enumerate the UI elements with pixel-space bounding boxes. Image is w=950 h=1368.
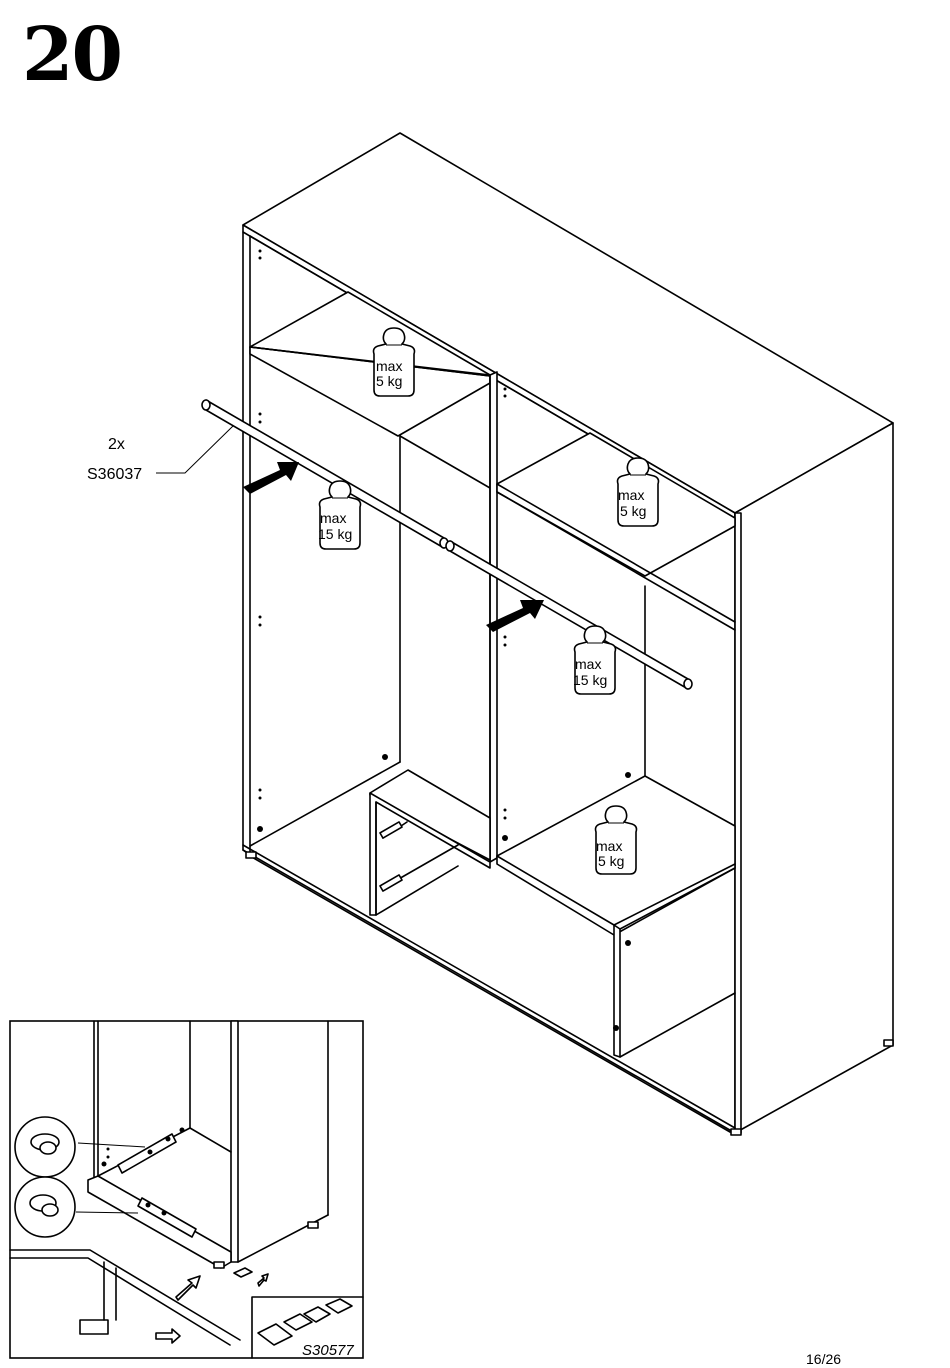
weight-value: 5 kg xyxy=(598,853,624,869)
weight-value: 5 kg xyxy=(620,503,646,519)
part-code: S36037 xyxy=(87,466,142,483)
detail-inset: S30577 xyxy=(9,1020,364,1359)
weight-max: max xyxy=(575,656,601,672)
wardrobe-carcass xyxy=(242,132,894,1136)
part-callout: 2x S36037 xyxy=(87,425,234,483)
weight-max: max xyxy=(376,358,402,374)
weight-icon-1: max 5 kg xyxy=(372,327,416,397)
weight-icon-2: max 15 kg xyxy=(318,480,362,550)
weight-max: max xyxy=(596,838,622,854)
weight-icon-5: max 5 kg xyxy=(594,805,638,875)
drawer-unit xyxy=(369,769,491,916)
weight-icon-4: max 15 kg xyxy=(573,625,617,695)
detail-part-code: S30577 xyxy=(302,1342,354,1359)
weight-value: 5 kg xyxy=(376,373,402,389)
insert-arrow-right xyxy=(486,600,544,632)
hanging-rail-left xyxy=(201,399,449,549)
weight-value: 15 kg xyxy=(573,672,607,688)
step-number: 20 xyxy=(22,12,123,98)
weight-icon-3: max 5 kg xyxy=(616,457,660,527)
weight-max: max xyxy=(320,510,346,526)
center-divider xyxy=(489,371,498,863)
weight-value: 15 kg xyxy=(318,526,352,542)
part-quantity: 2x xyxy=(108,436,125,453)
weight-max: max xyxy=(618,487,644,503)
hanging-rail-right xyxy=(445,540,693,690)
hole-markers xyxy=(257,249,631,1031)
page-number: 16/26 xyxy=(806,1351,842,1367)
insert-arrow-left xyxy=(243,462,299,494)
right-upper-shelf xyxy=(496,432,736,777)
